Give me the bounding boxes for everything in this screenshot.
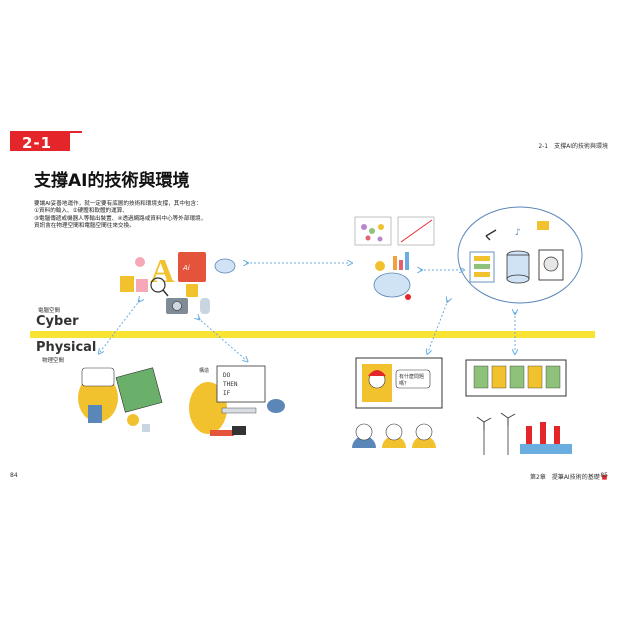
chapter-number: 2-1 xyxy=(22,134,53,152)
svg-text:IF: IF xyxy=(223,390,231,397)
audience-person xyxy=(382,436,406,448)
body-paragraph: 要讓AI妥善地運作，就一定要有底層的技術和環境支撐，其中包含： ①資料的輸入、②… xyxy=(34,201,244,231)
speech-bubble xyxy=(395,369,431,389)
monitor-code-line: DO xyxy=(223,372,231,379)
footer-chapter-text: 第2章 提筆AI技術的基礎 xyxy=(530,474,600,481)
microphone-icon xyxy=(200,298,210,314)
backpack-icon xyxy=(88,405,102,423)
robot-head xyxy=(81,367,115,387)
page-number-right: 85 xyxy=(600,472,608,479)
chimney-icon xyxy=(554,426,560,454)
svg-text:THEN: THEN xyxy=(223,381,238,388)
running-head: 2-1 支撐AI的技術與環境 xyxy=(538,143,608,150)
monitor-icon xyxy=(216,365,266,403)
handwritten-note: 構造 xyxy=(199,367,209,374)
page-title: 支撐AI的技術與環境 xyxy=(34,171,190,191)
coin-icon xyxy=(375,261,385,271)
cyber-label-small: 電腦空間 xyxy=(38,308,61,314)
keyboard-icon xyxy=(221,407,257,414)
flow-arrow xyxy=(198,318,246,360)
robot-at-computer-illustration: DO THEN IF 構造 xyxy=(189,365,285,436)
page-number-left: 84 xyxy=(10,472,18,479)
speech-bubble-text: 有什麼問題 xyxy=(399,373,424,380)
body-line: 資訊會在物理空間和電腦空間往來交換。 xyxy=(34,223,135,230)
red-book-icon xyxy=(178,252,206,282)
data-center-illustration: ♪ xyxy=(457,206,583,304)
bar-icon xyxy=(393,256,397,270)
phone-icon xyxy=(232,426,246,435)
factory-building xyxy=(520,444,572,454)
folder-icon xyxy=(537,221,549,230)
footer-marker: ■ xyxy=(601,474,608,481)
audience-person xyxy=(352,436,376,448)
physical-label-small: 物理空間 xyxy=(42,358,65,364)
audience-person xyxy=(412,436,436,448)
robot-holding-paper-illustration xyxy=(78,367,163,432)
music-note-icon: ♪ xyxy=(515,228,521,238)
chapter-tab xyxy=(10,131,70,151)
phone-icon xyxy=(186,284,198,297)
video-conference-illustration: 有什麼問題 嗎？ xyxy=(352,357,443,448)
flow-arrow xyxy=(100,300,140,352)
footer-chapter-label: 第2章 提筆AI技術的基礎 ■ xyxy=(530,472,607,481)
cyber-label: Cyber xyxy=(36,314,79,329)
paw-icon xyxy=(135,257,145,267)
flow-arrow xyxy=(428,300,448,352)
svg-text:Ai: Ai xyxy=(182,264,190,272)
cloud-icon xyxy=(214,258,236,274)
chimney-icon xyxy=(526,426,532,454)
shopping-bag-icon xyxy=(136,279,148,292)
cloud-computing-icon xyxy=(373,272,411,298)
input-devices-illustration: A Ai xyxy=(120,252,236,314)
body-line: ①資料的輸入、②硬體和軟體的運算、 xyxy=(34,208,128,215)
hand-icon xyxy=(127,414,139,426)
cloud-outline xyxy=(457,206,583,304)
magnifier-icon xyxy=(150,277,166,293)
body-line: ③電腦傳遞或機器人等輸出裝置、④透過網路或資料中心等外部環境， xyxy=(34,215,207,222)
letter-a-icon: A xyxy=(150,253,175,290)
flow-arrows xyxy=(100,263,515,360)
svg-text:嗎？: 嗎？ xyxy=(399,381,409,387)
chimney-icon xyxy=(540,422,546,454)
book-stack-icon xyxy=(210,430,234,436)
body-line: 要讓AI妥善地運作，就一定要有底層的技術和環境支撐，其中包含： xyxy=(34,201,202,207)
factory-illustration xyxy=(465,359,572,455)
cup-icon xyxy=(142,424,150,432)
computation-illustration xyxy=(354,216,435,300)
document-icon xyxy=(115,367,163,413)
cloud-icon xyxy=(267,399,285,413)
shopping-bag-icon xyxy=(120,276,134,292)
physical-label: Physical xyxy=(36,340,97,355)
cyber-physical-divider xyxy=(30,331,595,338)
wrench-icon xyxy=(485,229,497,241)
